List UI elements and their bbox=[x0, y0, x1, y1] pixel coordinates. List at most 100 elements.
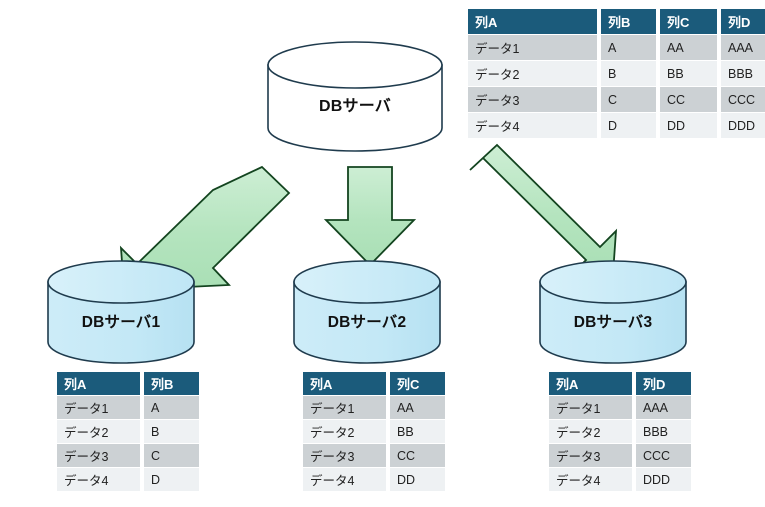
cell-c: AA bbox=[390, 396, 445, 420]
cell-a: データ4 bbox=[468, 113, 597, 139]
cell-gap bbox=[717, 35, 721, 61]
cell-a: データ3 bbox=[57, 444, 140, 468]
cell-c: BB bbox=[660, 61, 717, 87]
cell-gap bbox=[656, 113, 660, 139]
source-table: 列A 列B 列C 列D データ1 A AA AAA データ2 bbox=[468, 9, 765, 139]
column-gap bbox=[717, 9, 721, 35]
table-row: データ2 B BB BBB bbox=[468, 61, 765, 87]
table-row: データ1 A bbox=[57, 396, 199, 420]
cell-gap bbox=[140, 396, 144, 420]
cell-b: D bbox=[144, 468, 199, 492]
cell-gap bbox=[656, 35, 660, 61]
cell-gap bbox=[140, 468, 144, 492]
cell-c: AA bbox=[660, 35, 717, 61]
cell-gap bbox=[717, 113, 721, 139]
column-header-a: 列A bbox=[468, 9, 597, 35]
cell-gap bbox=[597, 35, 601, 61]
cell-a: データ1 bbox=[57, 396, 140, 420]
cell-b: D bbox=[601, 113, 656, 139]
cell-b: C bbox=[601, 87, 656, 113]
column-header-c: 列C bbox=[660, 9, 717, 35]
cell-gap bbox=[386, 444, 390, 468]
column-header-a: 列A bbox=[303, 372, 386, 396]
table-row: データ1 AA bbox=[303, 396, 445, 420]
column-gap bbox=[656, 9, 660, 35]
table-row: データ4 D bbox=[57, 468, 199, 492]
cell-gap bbox=[632, 468, 636, 492]
table-row: データ2 BB bbox=[303, 420, 445, 444]
cell-d: BBB bbox=[636, 420, 691, 444]
arrow-to-db2-icon bbox=[323, 166, 417, 267]
db3-cylinder-label: DBサーバ3 bbox=[573, 314, 653, 331]
cell-d: BBB bbox=[721, 61, 765, 87]
column-gap bbox=[632, 372, 636, 396]
cell-gap bbox=[140, 420, 144, 444]
cell-a: データ4 bbox=[303, 468, 386, 492]
cell-b: B bbox=[601, 61, 656, 87]
arrow-to-db3-icon bbox=[469, 143, 618, 278]
cell-d: DDD bbox=[636, 468, 691, 492]
column-header-d: 列D bbox=[721, 9, 765, 35]
arrow-to-db1-icon bbox=[119, 165, 291, 291]
table-row: データ2 BBB bbox=[549, 420, 691, 444]
cell-gap bbox=[632, 396, 636, 420]
cell-d: AAA bbox=[721, 35, 765, 61]
cell-gap bbox=[386, 396, 390, 420]
cell-gap bbox=[140, 444, 144, 468]
db2-table: 列A 列C データ1 AA データ2 BB データ3 CC データ4 bbox=[303, 372, 445, 492]
cell-b: B bbox=[144, 420, 199, 444]
column-gap bbox=[597, 9, 601, 35]
table-row: データ4 D DD DDD bbox=[468, 113, 765, 139]
cell-gap bbox=[632, 420, 636, 444]
cell-a: データ2 bbox=[303, 420, 386, 444]
cell-d: DDD bbox=[721, 113, 765, 139]
db1-table: 列A 列B データ1 A データ2 B データ3 C データ4 bbox=[57, 372, 199, 492]
cell-gap bbox=[632, 444, 636, 468]
column-header-b: 列B bbox=[601, 9, 656, 35]
db1-cylinder-label: DBサーバ1 bbox=[81, 314, 161, 331]
cell-gap bbox=[386, 420, 390, 444]
column-header-a: 列A bbox=[57, 372, 140, 396]
cell-b: A bbox=[144, 396, 199, 420]
cell-a: データ2 bbox=[549, 420, 632, 444]
column-header-b: 列B bbox=[144, 372, 199, 396]
cell-a: データ2 bbox=[57, 420, 140, 444]
cell-c: CC bbox=[660, 87, 717, 113]
table-row: データ3 CC bbox=[303, 444, 445, 468]
source-cylinder-label: DBサーバ bbox=[319, 98, 391, 115]
cell-gap bbox=[386, 468, 390, 492]
table-row: データ4 DDD bbox=[549, 468, 691, 492]
cell-c: CC bbox=[390, 444, 445, 468]
cell-gap bbox=[597, 87, 601, 113]
cell-c: DD bbox=[660, 113, 717, 139]
cell-d: AAA bbox=[636, 396, 691, 420]
cell-gap bbox=[656, 61, 660, 87]
cell-a: データ1 bbox=[468, 35, 597, 61]
db3-table: 列A 列D データ1 AAA データ2 BBB データ3 CCC デ bbox=[549, 372, 691, 492]
cell-a: データ3 bbox=[303, 444, 386, 468]
cell-b: C bbox=[144, 444, 199, 468]
cell-a: データ3 bbox=[468, 87, 597, 113]
cell-gap bbox=[656, 87, 660, 113]
cell-a: データ4 bbox=[549, 468, 632, 492]
table-header-row: 列A 列D bbox=[549, 372, 691, 396]
table-header-row: 列A 列C bbox=[303, 372, 445, 396]
table-row: データ3 CCC bbox=[549, 444, 691, 468]
cell-d: CCC bbox=[636, 444, 691, 468]
cell-gap bbox=[717, 61, 721, 87]
cell-c: DD bbox=[390, 468, 445, 492]
cell-gap bbox=[597, 113, 601, 139]
cell-a: データ1 bbox=[303, 396, 386, 420]
table-row: データ1 A AA AAA bbox=[468, 35, 765, 61]
table-row: データ2 B bbox=[57, 420, 199, 444]
column-gap bbox=[140, 372, 144, 396]
cell-d: CCC bbox=[721, 87, 765, 113]
column-header-a: 列A bbox=[549, 372, 632, 396]
db2-cylinder-label: DBサーバ2 bbox=[327, 314, 407, 331]
cell-c: BB bbox=[390, 420, 445, 444]
cell-a: データ2 bbox=[468, 61, 597, 87]
column-header-c: 列C bbox=[390, 372, 445, 396]
column-header-d: 列D bbox=[636, 372, 691, 396]
cell-b: A bbox=[601, 35, 656, 61]
